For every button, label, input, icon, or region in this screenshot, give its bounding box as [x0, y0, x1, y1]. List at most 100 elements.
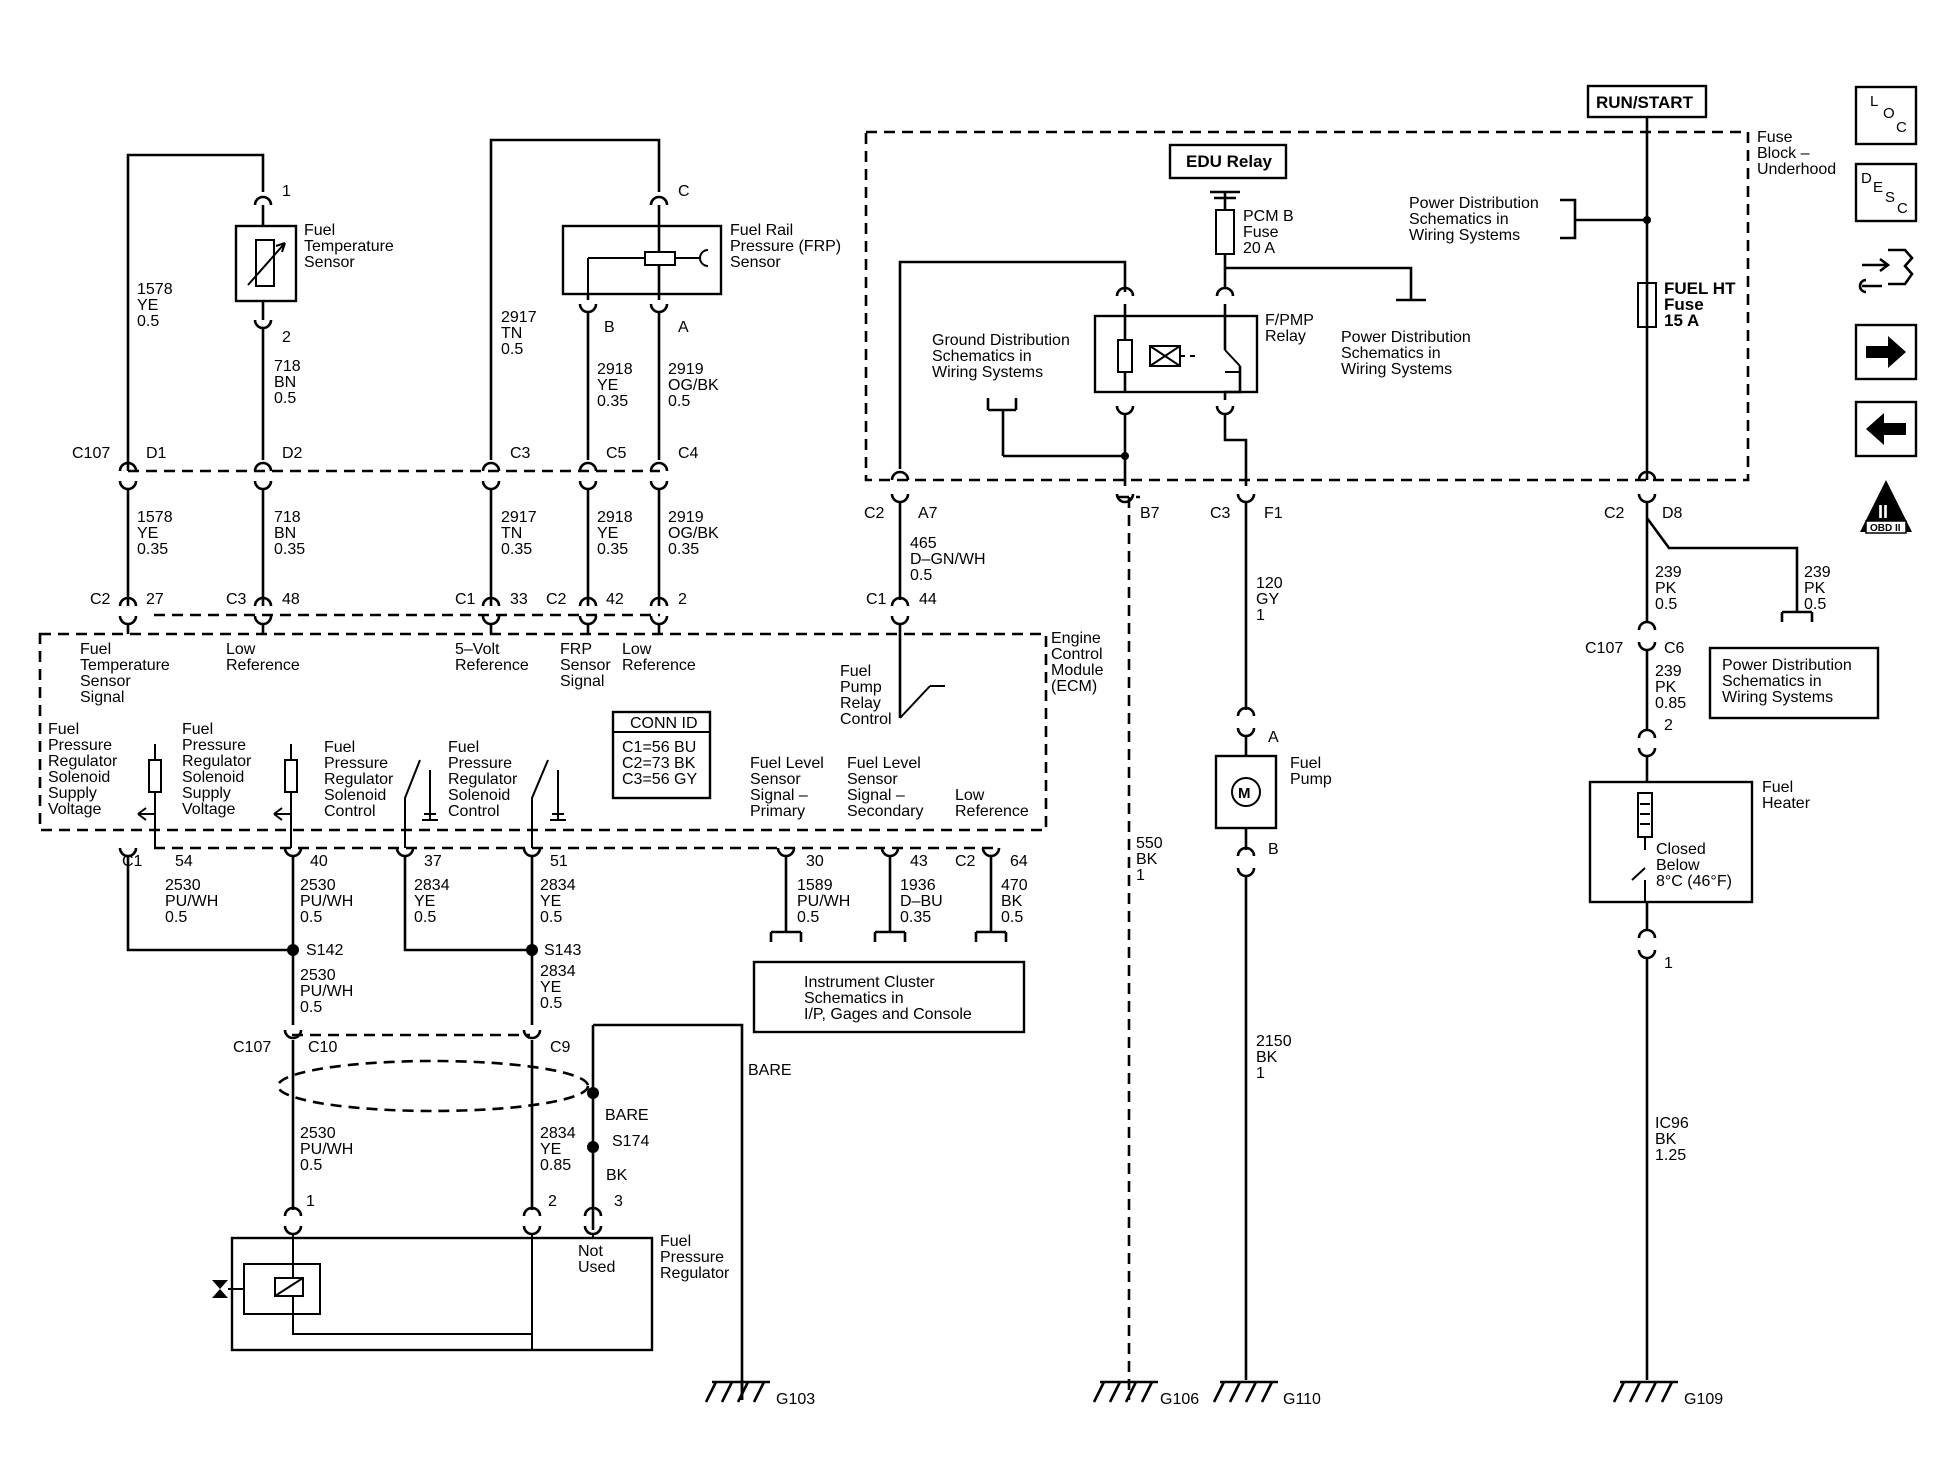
wires-w239_c-line-0: 239: [1655, 663, 1682, 680]
wires-w1578_bot-line-1: YE: [137, 525, 158, 542]
labels-ecm_fp_relay_ctrl-line-2: Relay: [840, 695, 881, 712]
ground-g106: [1092, 1380, 1158, 1403]
labels-not_used-line-1: Used: [578, 1259, 615, 1276]
labels-fpmp_relay-line-0: F/PMP: [1265, 312, 1314, 329]
wires-w2917_top-line-0: 2917: [501, 309, 537, 326]
wires-w2834_a-line-1: YE: [414, 893, 435, 910]
connectors-c1_33: C1: [455, 591, 476, 608]
connectors-p1_heater: 1: [1664, 955, 1673, 972]
labels-fuel_pressure_regulator-line-2: Regulator: [660, 1265, 730, 1282]
labels-ecm_fprs_ctrl_1-line-3: Solenoid: [324, 787, 386, 804]
connectors-c1_54: C1: [122, 853, 143, 870]
fuel-heater: [1588, 780, 1754, 904]
connectors-d2: D2: [282, 445, 303, 462]
wires-w2917_top-line-1: TN: [501, 325, 522, 342]
connectors-c6: C6: [1664, 640, 1685, 657]
wires-w2917_bot-line-2: 0.35: [501, 541, 532, 558]
wires-w1936-line-0: 1936: [900, 877, 936, 894]
desc-button[interactable]: D E S C: [1854, 162, 1918, 223]
wrench-connector-icon[interactable]: [1858, 248, 1914, 294]
labels-ecm_5v_ref-line-1: Reference: [455, 657, 529, 674]
wires-w718_top-line-0: 718: [274, 358, 301, 375]
labels-pd_mid-line-0: Power Distribution: [1341, 329, 1471, 346]
ground-g109: [1612, 1380, 1678, 1403]
wires-w465-line-2: 0.5: [910, 567, 932, 584]
ecm-supply-2: [273, 744, 298, 848]
obd-ii-button[interactable]: II OBD II: [1860, 480, 1912, 534]
svg-text:II: II: [1878, 502, 1888, 522]
wires-w2919_top-line-0: 2919: [668, 361, 704, 378]
labels-pcm_fuse-line-2: 20 A: [1243, 240, 1275, 257]
labels-ecm_fts_signal-line-1: Temperature: [80, 657, 170, 674]
wires-w2834_c-line-1: YE: [540, 979, 561, 996]
wires-w718_top-line-2: 0.5: [274, 390, 296, 407]
connectors-c5: C5: [606, 445, 627, 462]
grounds-g110: G110: [1283, 1391, 1321, 1408]
labels-frp_sensor-line-1: Pressure (FRP): [730, 238, 841, 255]
wires-w718_bot-line-0: 718: [274, 509, 301, 526]
connectors-pump_a: A: [1268, 729, 1279, 746]
labels-conn_id_rows-line-2: C3=56 GY: [622, 771, 697, 788]
connectors-p27: 27: [146, 591, 164, 608]
labels-conn_id_rows-line-0: C1=56 BU: [622, 739, 696, 756]
wires-w120-line-0: 120: [1256, 575, 1283, 592]
labels-ecm_fts_signal-line-2: Sensor: [80, 673, 131, 690]
loc-button[interactable]: L O C: [1854, 85, 1918, 146]
labels-fuel_ht_fuse-line-1: Fuse: [1664, 295, 1704, 314]
wires-w550-line-0: 550: [1136, 835, 1163, 852]
wires-w2834_d-line-2: 0.85: [540, 1157, 571, 1174]
wires-w470-line-0: 470: [1001, 877, 1028, 894]
wires-w239_c-line-1: PK: [1655, 679, 1677, 696]
labels-instrument_cluster-line-1: Schematics in: [804, 990, 904, 1007]
connectors-c10: C10: [308, 1039, 337, 1056]
connectors-fts_2: 2: [282, 329, 291, 346]
connectors-p44: 44: [919, 591, 937, 608]
labels-bare_splice: BARE: [605, 1107, 649, 1124]
labels-ecm_fprs_supply_2-line-0: Fuel: [182, 721, 213, 738]
labels-ecm_fprs_ctrl_2-line-0: Fuel: [448, 739, 479, 756]
wires-w1589-line-0: 1589: [797, 877, 833, 894]
wires-w2530_a-line-2: 0.5: [165, 909, 187, 926]
next-page-button[interactable]: [1854, 323, 1918, 381]
obd-ii-icon: [1860, 480, 1912, 532]
labels-instrument_cluster-line-2: I/P, Gages and Console: [804, 1006, 972, 1023]
svg-text:OBD II: OBD II: [1870, 523, 1901, 534]
wires-w2530_a-line-0: 2530: [165, 877, 201, 894]
wires-w239_a-line-2: 0.5: [1655, 596, 1677, 613]
wires-w2834_a-line-0: 2834: [414, 877, 450, 894]
labels-closed_below-line-0: Closed: [1656, 841, 1706, 858]
wires-w2919_bot-line-0: 2919: [668, 509, 704, 526]
wires-w2918_bot-line-1: YE: [597, 525, 618, 542]
labels-fuse_block-line-2: Underhood: [1757, 161, 1836, 178]
svg-text:D: D: [1861, 170, 1872, 187]
wires-w465-line-1: D–GN/WH: [910, 551, 986, 568]
ground-g103: [704, 1380, 770, 1403]
labels-ecm_fprs_supply_1-line-4: Supply: [48, 785, 97, 802]
connectors-c2_d8: C2: [1604, 505, 1625, 522]
labels-pd_top-line-0: Power Distribution: [1409, 195, 1539, 212]
wires-w2834_c-line-0: 2834: [540, 963, 576, 980]
connectors-d8: D8: [1662, 505, 1683, 522]
wires-w2918_bot-line-0: 2918: [597, 509, 633, 526]
wires-w550-line-2: 1: [1136, 867, 1145, 884]
labels-fuel_ht_fuse-line-2: 15 A: [1664, 311, 1699, 330]
labels-ecm_fprs_ctrl_2-line-2: Regulator: [448, 771, 518, 788]
wires-w718_bot-line-1: BN: [274, 525, 296, 542]
labels-fuse_block-line-1: Block –: [1757, 145, 1810, 162]
labels-pd_right-line-1: Schematics in: [1722, 673, 1822, 690]
labels-fuel_pump-line-0: Fuel: [1290, 755, 1321, 772]
labels-frp_sensor-line-0: Fuel Rail: [730, 222, 793, 239]
labels-ecm-line-3: (ECM): [1051, 678, 1097, 695]
wires-wIC96-line-1: BK: [1655, 1131, 1677, 1148]
previous-page-button[interactable]: [1854, 400, 1918, 458]
wires-w2834_c-line-2: 0.5: [540, 995, 562, 1012]
wires-w1578_top-line-1: YE: [137, 297, 158, 314]
svg-text:O: O: [1883, 105, 1895, 122]
wires-w120-line-1: GY: [1256, 591, 1279, 608]
labels-s174: S174: [612, 1133, 649, 1150]
labels-ecm_low_ref_3-line-0: Low: [955, 787, 985, 804]
wires-w2150-line-2: 1: [1256, 1065, 1265, 1082]
labels-ecm_fls_secondary-line-0: Fuel Level: [847, 755, 921, 772]
